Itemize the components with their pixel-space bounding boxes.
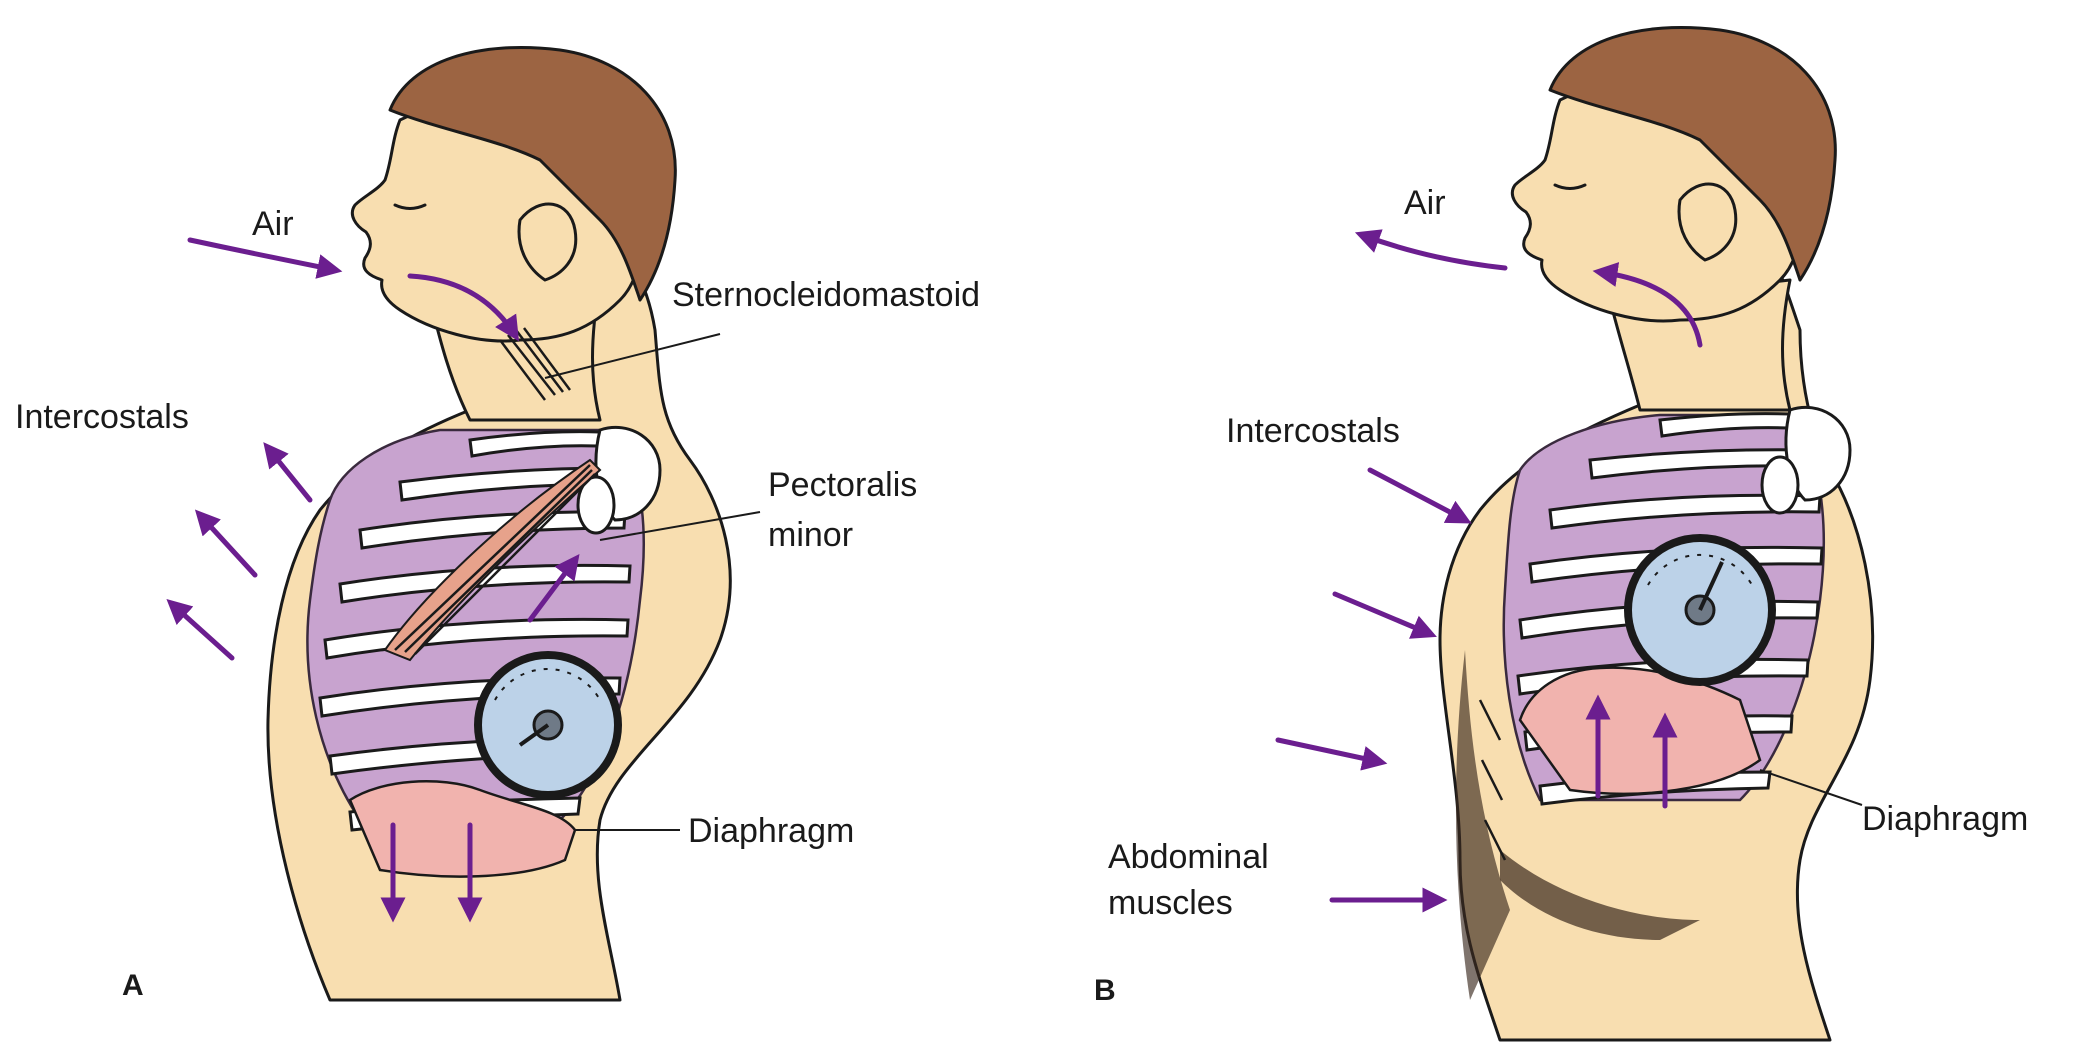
hair-a [388,46,677,302]
label-diaphragm-a: Diaphragm [688,812,854,850]
rib-cage-a [306,425,662,878]
leader-diaphragm-b [1759,769,1863,806]
pectoralis-minor-muscle [383,458,602,662]
pressure-gauge-icon [474,651,622,799]
eye-a [393,203,427,210]
label-abdominal-line1: Abdominal [1108,838,1269,876]
leader-sternocleidomastoid [544,333,721,379]
airflow-arrows-a [166,237,580,923]
label-abdominal-line2: muscles [1108,884,1233,922]
panel-letter-b: B [1094,974,1116,1007]
pressure-gauge-icon [1624,534,1776,686]
label-intercostals-a: Intercostals [15,398,189,436]
label-air-b: Air [1404,184,1446,222]
hair-b [1548,26,1837,282]
label-diaphragm-b: Diaphragm [1862,800,2028,838]
diaphragm-a [348,780,577,878]
panel-b: Air Intercostals Diaphragm Abdominal mus… [1094,26,2028,1042]
sternocleidomastoid-muscle [499,327,572,401]
label-pectoralis-line2: minor [768,516,853,554]
label-intercostals-b: Intercostals [1226,412,1400,450]
ear-b [1677,182,1738,262]
label-air-a: Air [252,205,294,243]
ear-a [517,202,578,282]
label-sternocleidomastoid: Sternocleidomastoid [672,276,980,314]
panel-a: Air Sternocleidomastoid Intercostals Pec… [15,46,980,1002]
label-pectoralis-line1: Pectoralis [768,466,917,504]
eye-b [1553,183,1587,190]
panel-letter-a: A [122,969,144,1002]
abdominal-muscles [1455,650,1700,1000]
airflow-arrows-b [1275,229,1703,913]
leader-pectoralis [599,511,761,541]
